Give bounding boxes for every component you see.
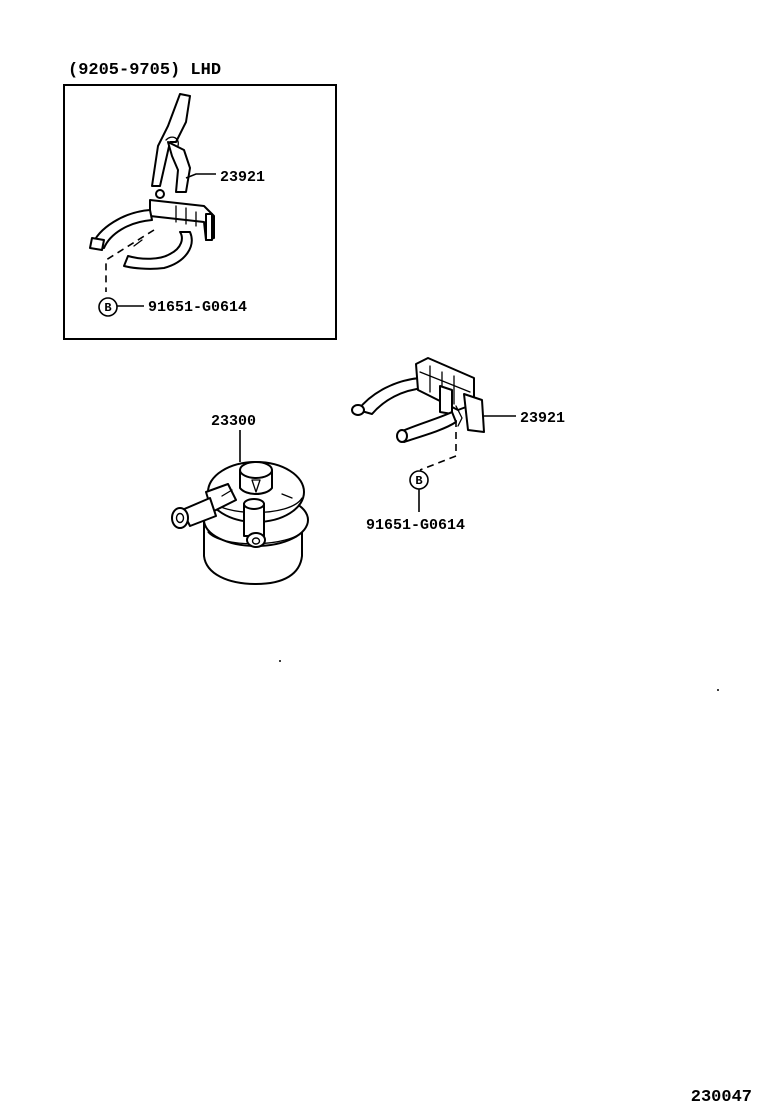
inset-bolt-badge: B <box>104 301 111 315</box>
inset-bracket-part-number: 23921 <box>220 169 265 186</box>
main-bolt-dashed-line <box>419 420 457 471</box>
inset-bolt-badge-circle <box>98 297 118 317</box>
main-bolt-part-number: 91651-G0614 <box>366 517 465 534</box>
inset-bracket-leader <box>185 173 216 179</box>
fuel-filter-23300 <box>171 461 309 585</box>
filter-part-number: 23300 <box>211 413 256 430</box>
scan-dot <box>717 689 719 691</box>
scan-dot <box>279 660 281 662</box>
diagram-id: 230047 <box>691 1088 752 1107</box>
inset-bracket-23921 <box>89 93 215 270</box>
inset-bolt-part-number: 91651-G0614 <box>148 299 247 316</box>
inset-frame <box>63 84 337 340</box>
inset-title: (9205-9705) LHD <box>68 61 221 80</box>
main-bracket-23921 <box>351 357 485 443</box>
main-bolt-badge: B <box>415 474 422 488</box>
main-bracket-part-number: 23921 <box>520 410 565 427</box>
inset-bolt-dashed-line <box>105 229 155 292</box>
